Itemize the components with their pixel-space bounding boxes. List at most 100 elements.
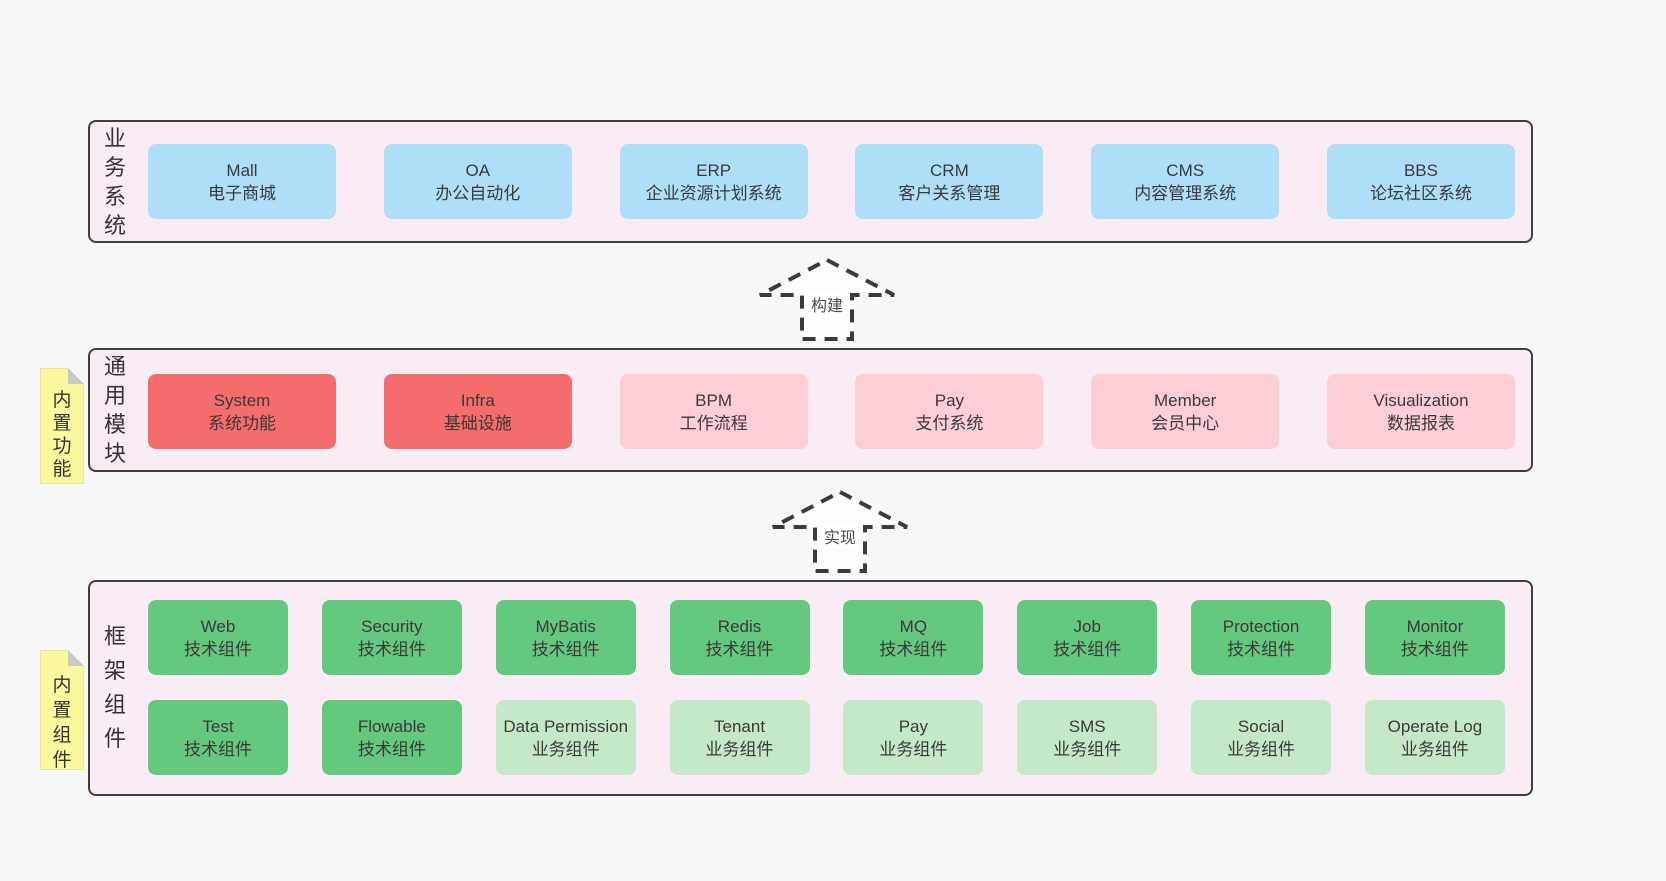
box-subtitle: 系统功能 — [208, 413, 276, 433]
box-title: System — [213, 390, 271, 410]
box-title: Flowable — [357, 716, 426, 736]
box-subtitle: 基础设施 — [443, 413, 512, 433]
framework-components-row-1: Web 技术组件 Security 技术组件 MyBatis 技术组件 Redi… — [148, 600, 1505, 675]
box-mybatis: MyBatis 技术组件 — [495, 600, 636, 675]
box-title: Redis — [717, 616, 762, 636]
arrow-implement: 实现 — [770, 489, 910, 574]
box-subtitle: 企业资源计划系统 — [645, 183, 782, 203]
box-subtitle: 技术组件 — [1400, 639, 1469, 659]
box-subtitle: 技术组件 — [1227, 639, 1296, 659]
box-title: Pay — [898, 716, 929, 736]
box-subtitle: 技术组件 — [357, 739, 426, 759]
box-title: Tenant — [714, 716, 766, 736]
box-test: Test 技术组件 — [148, 700, 288, 775]
box-pay-biz: Pay 业务组件 — [843, 700, 984, 775]
box-title: Security — [361, 616, 423, 636]
box-subtitle: 技术组件 — [357, 639, 426, 659]
panel-framework-components-label: 框架组件 — [103, 624, 126, 751]
box-subtitle: 业务组件 — [531, 739, 600, 759]
box-tenant: Tenant 业务组件 — [669, 700, 810, 775]
box-mq: MQ 技术组件 — [843, 600, 984, 675]
arrow-implement-label: 实现 — [820, 523, 860, 549]
business-systems-row: Mall 电子商城 OA 办公自动化 ERP 企业资源计划系统 CRM 客户关系… — [148, 144, 1515, 219]
box-job: Job 技术组件 — [1017, 600, 1158, 675]
arrow-build-label: 构建 — [807, 291, 847, 317]
box-title: Mall — [226, 160, 258, 180]
box-sms: SMS 业务组件 — [1017, 700, 1158, 775]
box-title: Test — [202, 716, 234, 736]
box-subtitle: 内容管理系统 — [1134, 183, 1237, 203]
box-title: Infra — [460, 390, 495, 410]
box-mall: Mall 电子商城 — [148, 144, 336, 219]
box-member: Member 会员中心 — [1091, 374, 1280, 449]
box-operate-log: Operate Log 业务组件 — [1364, 700, 1505, 775]
box-title: Operate Log — [1387, 716, 1483, 736]
box-erp: ERP 企业资源计划系统 — [619, 144, 808, 219]
box-bbs: BBS 论坛社区系统 — [1326, 144, 1515, 219]
box-subtitle: 电子商城 — [208, 183, 276, 203]
note-folded-corner-icon — [68, 650, 84, 666]
box-title: ERP — [696, 160, 732, 180]
box-data-permission: Data Permission 业务组件 — [495, 700, 636, 775]
box-title: Job — [1073, 616, 1101, 636]
box-title: MQ — [899, 616, 928, 636]
box-web: Web 技术组件 — [148, 600, 288, 675]
box-subtitle: 技术组件 — [879, 639, 948, 659]
box-title: MyBatis — [535, 616, 596, 636]
box-subtitle: 工作流程 — [679, 413, 748, 433]
box-title: Social — [1237, 716, 1285, 736]
panel-framework-components: 框架组件 Web 技术组件 Security 技术组件 MyBatis 技术组件… — [88, 580, 1533, 796]
framework-components-row-2: Test 技术组件 Flowable 技术组件 Data Permission … — [148, 700, 1505, 775]
box-title: BBS — [1403, 160, 1438, 180]
box-title: Visualization — [1373, 390, 1469, 410]
box-redis: Redis 技术组件 — [669, 600, 810, 675]
box-protection: Protection 技术组件 — [1191, 600, 1332, 675]
box-cms: CMS 内容管理系统 — [1091, 144, 1280, 219]
box-subtitle: 业务组件 — [705, 739, 774, 759]
box-subtitle: 数据报表 — [1386, 413, 1455, 433]
note-folded-corner-icon — [68, 368, 84, 384]
box-title: OA — [465, 160, 491, 180]
panel-business-systems: 业务系统 Mall 电子商城 OA 办公自动化 ERP 企业资源计划系统 CRM… — [88, 120, 1533, 243]
box-title: CRM — [930, 160, 969, 180]
box-subtitle: 业务组件 — [1053, 739, 1122, 759]
box-subtitle: 业务组件 — [1400, 739, 1469, 759]
box-visualization: Visualization 数据报表 — [1326, 374, 1515, 449]
box-subtitle: 客户关系管理 — [898, 183, 1001, 203]
note-built-in-features-label: 内置功能 — [52, 390, 72, 480]
panel-common-modules-label: 通用模块 — [103, 354, 126, 466]
box-subtitle: 支付系统 — [915, 413, 984, 433]
box-social: Social 业务组件 — [1191, 700, 1332, 775]
box-security: Security 技术组件 — [321, 600, 462, 675]
box-oa: OA 办公自动化 — [383, 144, 572, 219]
arrow-build: 构建 — [757, 257, 897, 342]
note-built-in-components: 内置组件 — [40, 650, 84, 771]
box-monitor: Monitor 技术组件 — [1364, 600, 1505, 675]
box-subtitle: 业务组件 — [879, 739, 948, 759]
box-bpm: BPM 工作流程 — [619, 374, 808, 449]
box-flowable: Flowable 技术组件 — [321, 700, 462, 775]
box-subtitle: 论坛社区系统 — [1369, 183, 1472, 203]
box-title: Member — [1154, 390, 1217, 410]
box-infra: Infra 基础设施 — [383, 374, 572, 449]
box-subtitle: 办公自动化 — [435, 183, 521, 203]
box-subtitle: 技术组件 — [184, 639, 252, 659]
box-subtitle: 业务组件 — [1227, 739, 1296, 759]
box-subtitle: 技术组件 — [184, 739, 252, 759]
box-title: Pay — [934, 390, 965, 410]
common-modules-row: System 系统功能 Infra 基础设施 BPM 工作流程 Pay 支付系统… — [148, 374, 1515, 449]
panel-business-systems-label: 业务系统 — [103, 125, 126, 238]
box-title: Protection — [1222, 616, 1300, 636]
box-subtitle: 技术组件 — [1053, 639, 1122, 659]
box-system: System 系统功能 — [148, 374, 336, 449]
box-subtitle: 会员中心 — [1151, 413, 1220, 433]
box-pay: Pay 支付系统 — [855, 374, 1044, 449]
box-title: Web — [200, 616, 236, 636]
panel-common-modules: 通用模块 System 系统功能 Infra 基础设施 BPM 工作流程 Pay… — [88, 348, 1533, 472]
box-title: Monitor — [1406, 616, 1464, 636]
note-built-in-features: 内置功能 — [40, 368, 84, 484]
box-crm: CRM 客户关系管理 — [855, 144, 1044, 219]
box-title: SMS — [1068, 716, 1106, 736]
box-subtitle: 技术组件 — [705, 639, 774, 659]
